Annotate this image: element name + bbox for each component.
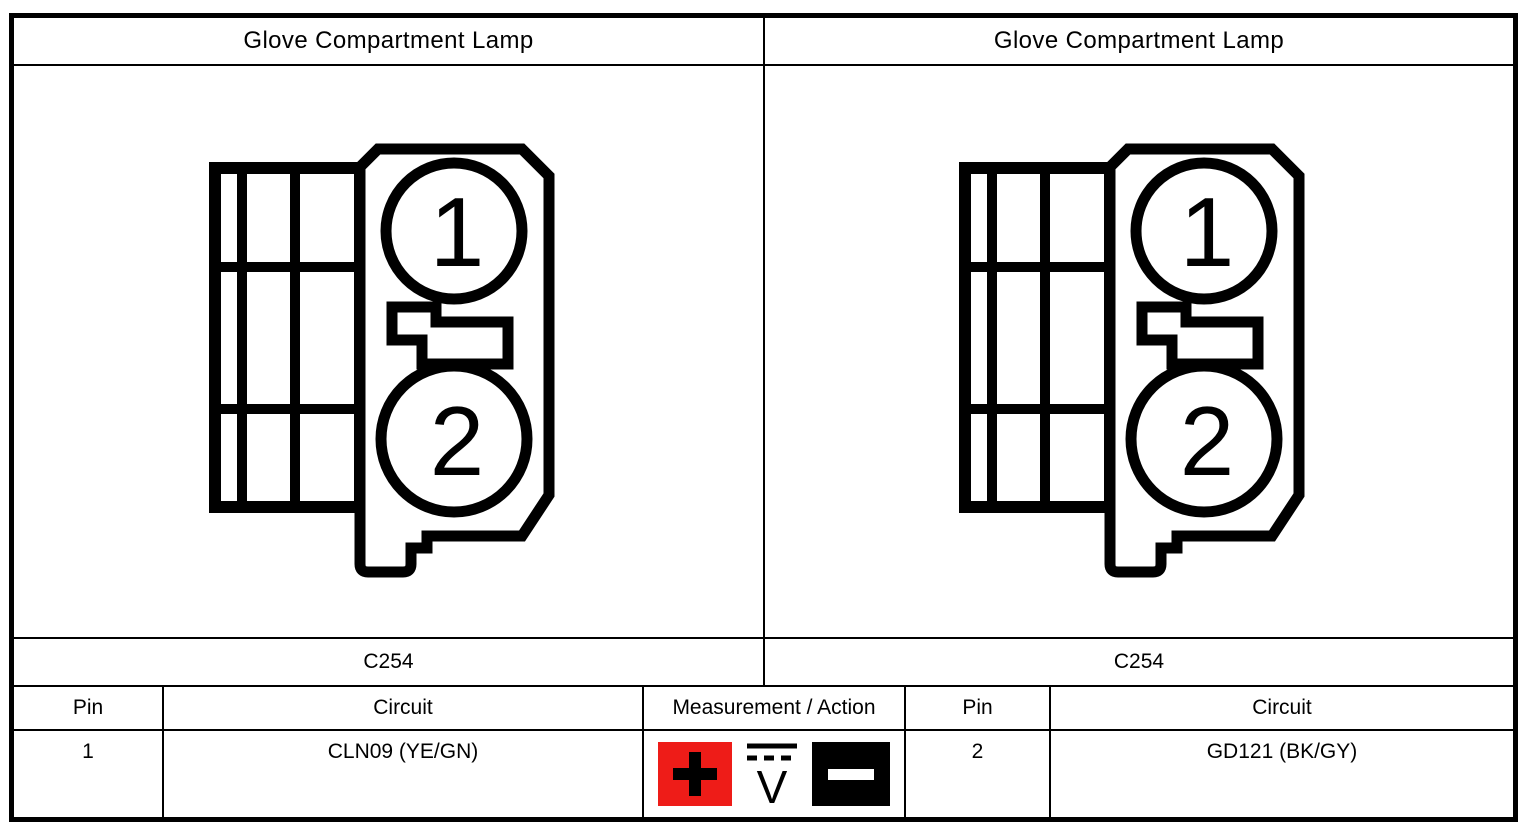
pin-1-label: 1 bbox=[1180, 177, 1235, 287]
connector-face-diagram: 1 2 bbox=[959, 143, 1305, 578]
header-measurement-action: Measurement / Action bbox=[642, 687, 904, 729]
pin-1-cavity bbox=[1130, 157, 1278, 305]
title-row: Glove Compartment Lamp Glove Compartment… bbox=[14, 18, 1513, 64]
connector-label-right: C254 bbox=[763, 639, 1513, 685]
negative-probe-icon bbox=[812, 742, 890, 806]
pin-2-cavity bbox=[375, 360, 532, 518]
dc-voltage-letter: V bbox=[757, 761, 788, 807]
header-circuit-left: Circuit bbox=[162, 687, 642, 729]
pin-value-right: 2 bbox=[904, 731, 1049, 817]
connector-label-row: C254 C254 bbox=[14, 637, 1513, 685]
pin-2-label: 2 bbox=[1180, 386, 1235, 496]
connector-diagram-area-left: 1 2 bbox=[14, 66, 763, 637]
connector-rear-grid bbox=[208, 162, 366, 513]
dc-voltage-icon: V bbox=[747, 743, 797, 807]
header-pin-right: Pin bbox=[904, 687, 1049, 729]
connector-label-left: C254 bbox=[363, 650, 414, 673]
positive-probe-icon bbox=[658, 742, 732, 806]
connector-rear-grid bbox=[959, 162, 1116, 513]
pin-value-left: 1 bbox=[82, 740, 94, 763]
page-frame: Glove Compartment Lamp Glove Compartment… bbox=[9, 13, 1518, 822]
pin-1-label: 1 bbox=[429, 177, 484, 287]
connector-key-notch bbox=[1136, 301, 1264, 370]
circuit-value-right: GD121 (BK/GY) bbox=[1049, 731, 1513, 817]
header-pin-left: Pin bbox=[72, 696, 104, 719]
pin-1-cavity bbox=[380, 157, 527, 305]
pin-2-cavity bbox=[1125, 360, 1283, 518]
connector-face-diagram: 1 2 bbox=[208, 143, 554, 578]
panel-right-title: Glove Compartment Lamp bbox=[763, 18, 1513, 64]
table-data-row: 1 CLN09 (YE/GN) V 2 GD121 (BK/GY) bbox=[14, 729, 1513, 817]
measurement-action-cell: V bbox=[642, 731, 904, 817]
table-header-row: Pin Circuit Measurement / Action Pin Cir… bbox=[14, 685, 1513, 729]
connector-key-notch bbox=[386, 301, 513, 370]
circuit-value-left: CLN09 (YE/GN) bbox=[162, 731, 642, 817]
diagram-row: 1 2 1 2 bbox=[14, 64, 1513, 637]
pin-2-label: 2 bbox=[429, 386, 484, 496]
header-circuit-right: Circuit bbox=[1049, 687, 1513, 729]
connector-diagram-area-right: 1 2 bbox=[763, 66, 1513, 637]
panel-left-title: Glove Compartment Lamp bbox=[243, 27, 534, 54]
